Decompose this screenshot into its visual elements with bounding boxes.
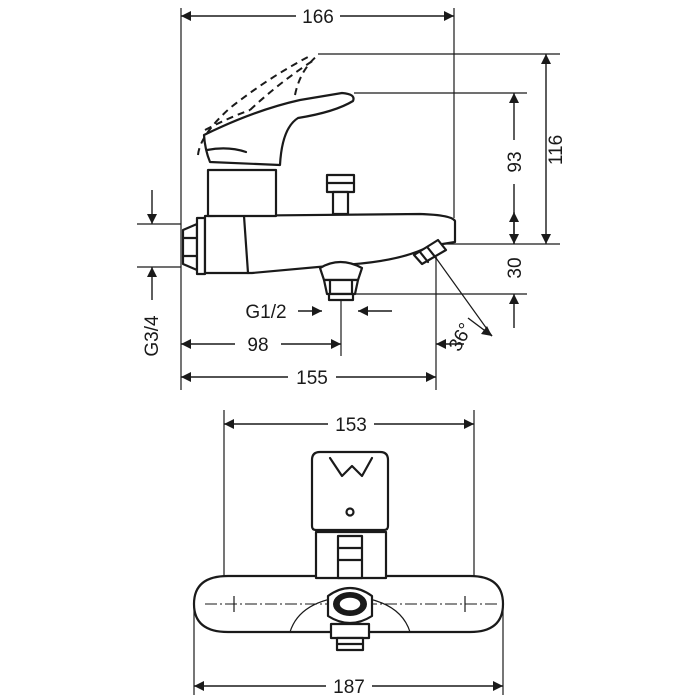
wall-flange: [195, 216, 207, 276]
dim-label-93: 93: [505, 151, 526, 172]
bottom-outlet: [318, 260, 364, 282]
top-view: 153 187: [192, 410, 505, 698]
dim-label-153: 153: [335, 415, 367, 436]
dim-label-angle: 36°: [445, 320, 477, 355]
extension-line: [435, 257, 493, 337]
dim-label-155: 155: [296, 368, 328, 389]
dim-label-116-vertical: 116: [546, 135, 567, 165]
handle-housing: [206, 168, 278, 218]
lever-handle: [202, 91, 355, 167]
dim-label-98: 98: [247, 335, 268, 356]
indicator-dot: [345, 507, 355, 517]
wall-nut: [181, 222, 199, 272]
dim-label-187: 187: [333, 677, 365, 698]
dim-label-30: 30: [505, 257, 526, 278]
dim-label-166: 166: [302, 7, 334, 28]
side-view: 166 98 155 G1/2 116 116 93 30 G3/4 36°: [137, 4, 567, 390]
lever-open-position: [197, 56, 309, 156]
dim-label-g12: G1/2: [245, 302, 286, 323]
top-lever: [310, 450, 390, 532]
dim-label-g34: G3/4: [142, 315, 163, 357]
